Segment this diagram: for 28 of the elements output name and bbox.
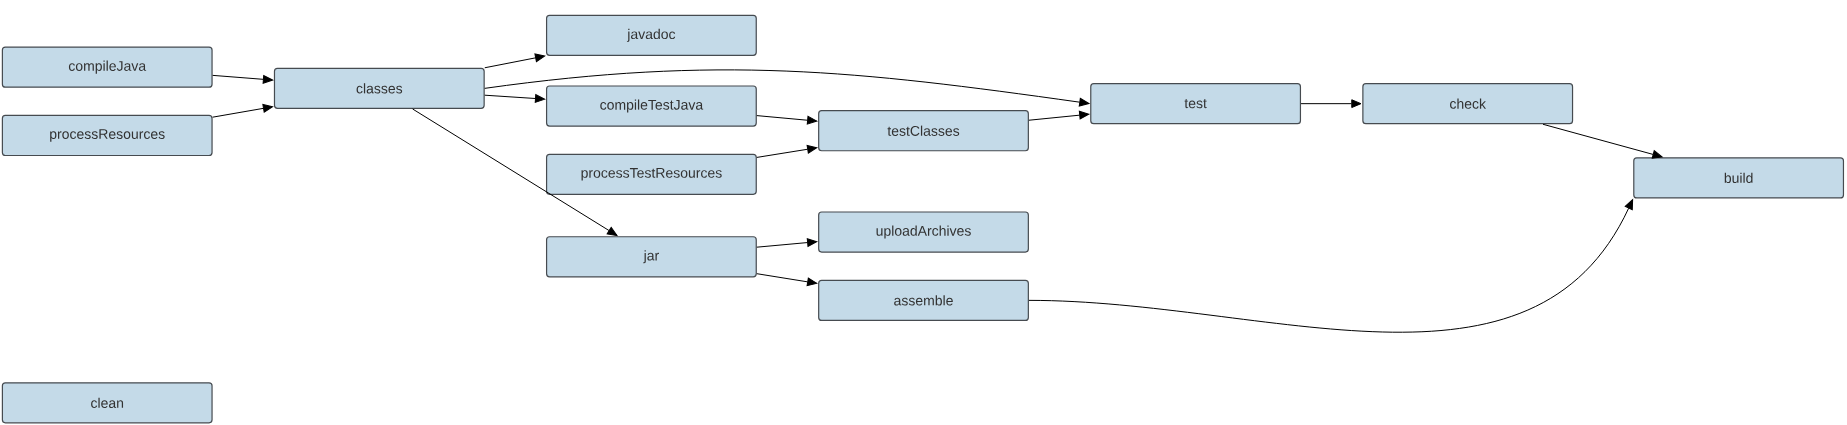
arrow <box>1542 123 1663 159</box>
task-box: javadoc <box>546 14 757 56</box>
arrow <box>756 238 818 248</box>
arrow <box>484 53 546 69</box>
task-box: classes <box>273 67 485 109</box>
task-box: clean <box>1 382 213 424</box>
task-box: test <box>1090 83 1302 125</box>
arrow <box>1028 110 1090 121</box>
arrow <box>212 74 274 84</box>
arrow <box>212 104 274 118</box>
arrow <box>1300 99 1362 109</box>
task-box: processTestResources <box>546 153 757 195</box>
task-box: compileJava <box>1 46 213 88</box>
task-box: assemble <box>818 279 1029 321</box>
task-box: jar <box>546 236 757 278</box>
task-box: compileTestJava <box>546 85 757 127</box>
arrow <box>484 94 546 103</box>
arrow <box>756 273 818 287</box>
task-box: build <box>1633 157 1845 199</box>
task-box: uploadArchives <box>818 211 1029 253</box>
task-box: processResources <box>1 114 213 157</box>
task-box: testClasses <box>818 110 1029 152</box>
arrow <box>484 69 1090 107</box>
task-box: check <box>1362 83 1574 125</box>
arrow <box>412 108 618 236</box>
arrow <box>1028 199 1634 333</box>
arrow <box>756 144 818 158</box>
arrow <box>756 115 818 125</box>
